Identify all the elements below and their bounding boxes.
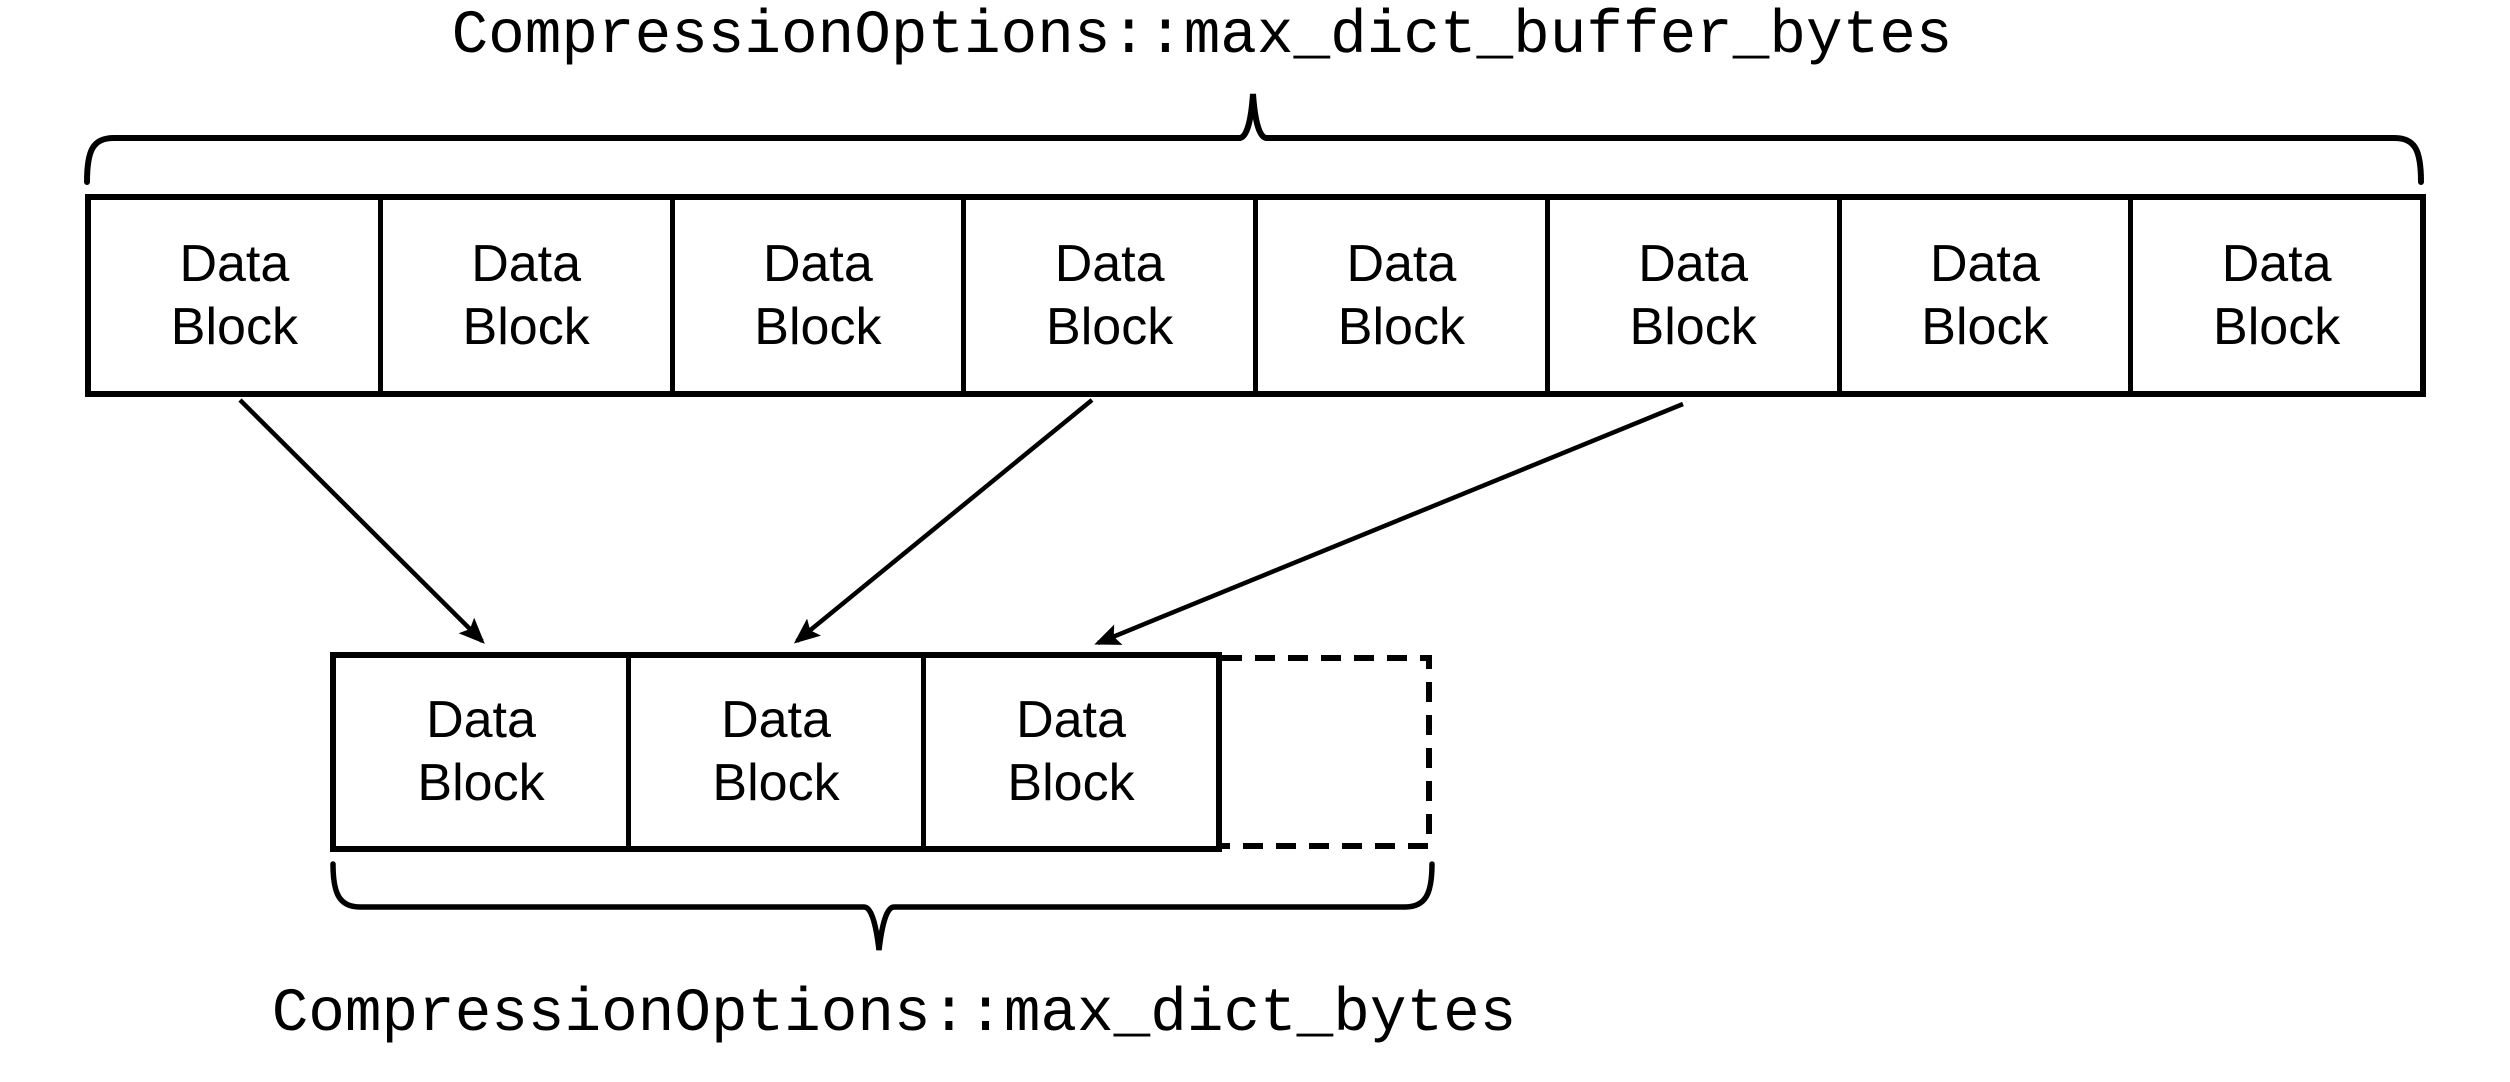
data-block-text: Data Block [754, 234, 882, 356]
bottom-brace [330, 861, 1435, 951]
data-block-cell: Data Block [91, 200, 383, 391]
data-block-text: Data Block [1921, 234, 2049, 356]
max-dict-buffer-bytes-label: CompressionOptions::max_dict_buffer_byte… [451, 2, 1953, 71]
max-dict-bytes-label: CompressionOptions::max_dict_bytes [271, 980, 1517, 1049]
dictionary-blocks-row: Data Block Data Block Data Block [330, 652, 1222, 852]
arrow-block1-to-dict1 [238, 398, 485, 644]
data-block-cell: Data Block [336, 658, 631, 846]
data-block-text: Data Block [1337, 234, 1465, 356]
buffer-blocks-row: Data Block Data Block Data Block Data Bl… [85, 194, 2426, 397]
data-block-text: Data Block [1007, 691, 1135, 812]
data-block-cell: Data Block [2133, 200, 2420, 391]
data-block-text: Data Block [170, 234, 298, 356]
data-block-cell: Data Block [966, 200, 1258, 391]
data-block-text: Data Block [2213, 234, 2341, 356]
data-block-cell: Data Block [1550, 200, 1842, 391]
arrow-block6-to-dict3 [1094, 401, 1684, 646]
dashed-placeholder-box [1222, 655, 1432, 849]
data-block-text: Data Block [462, 234, 590, 356]
data-block-cell: Data Block [926, 658, 1216, 846]
data-block-text: Data Block [1629, 234, 1757, 356]
data-block-text: Data Block [417, 691, 545, 812]
arrow-block4-to-dict2 [793, 398, 1094, 644]
data-block-cell: Data Block [383, 200, 675, 391]
data-block-cell: Data Block [631, 658, 926, 846]
data-block-text: Data Block [1046, 234, 1174, 356]
data-block-cell: Data Block [675, 200, 967, 391]
data-block-text: Data Block [712, 691, 840, 812]
data-block-cell: Data Block [1842, 200, 2134, 391]
data-block-cell: Data Block [1258, 200, 1550, 391]
top-brace [84, 93, 2424, 185]
